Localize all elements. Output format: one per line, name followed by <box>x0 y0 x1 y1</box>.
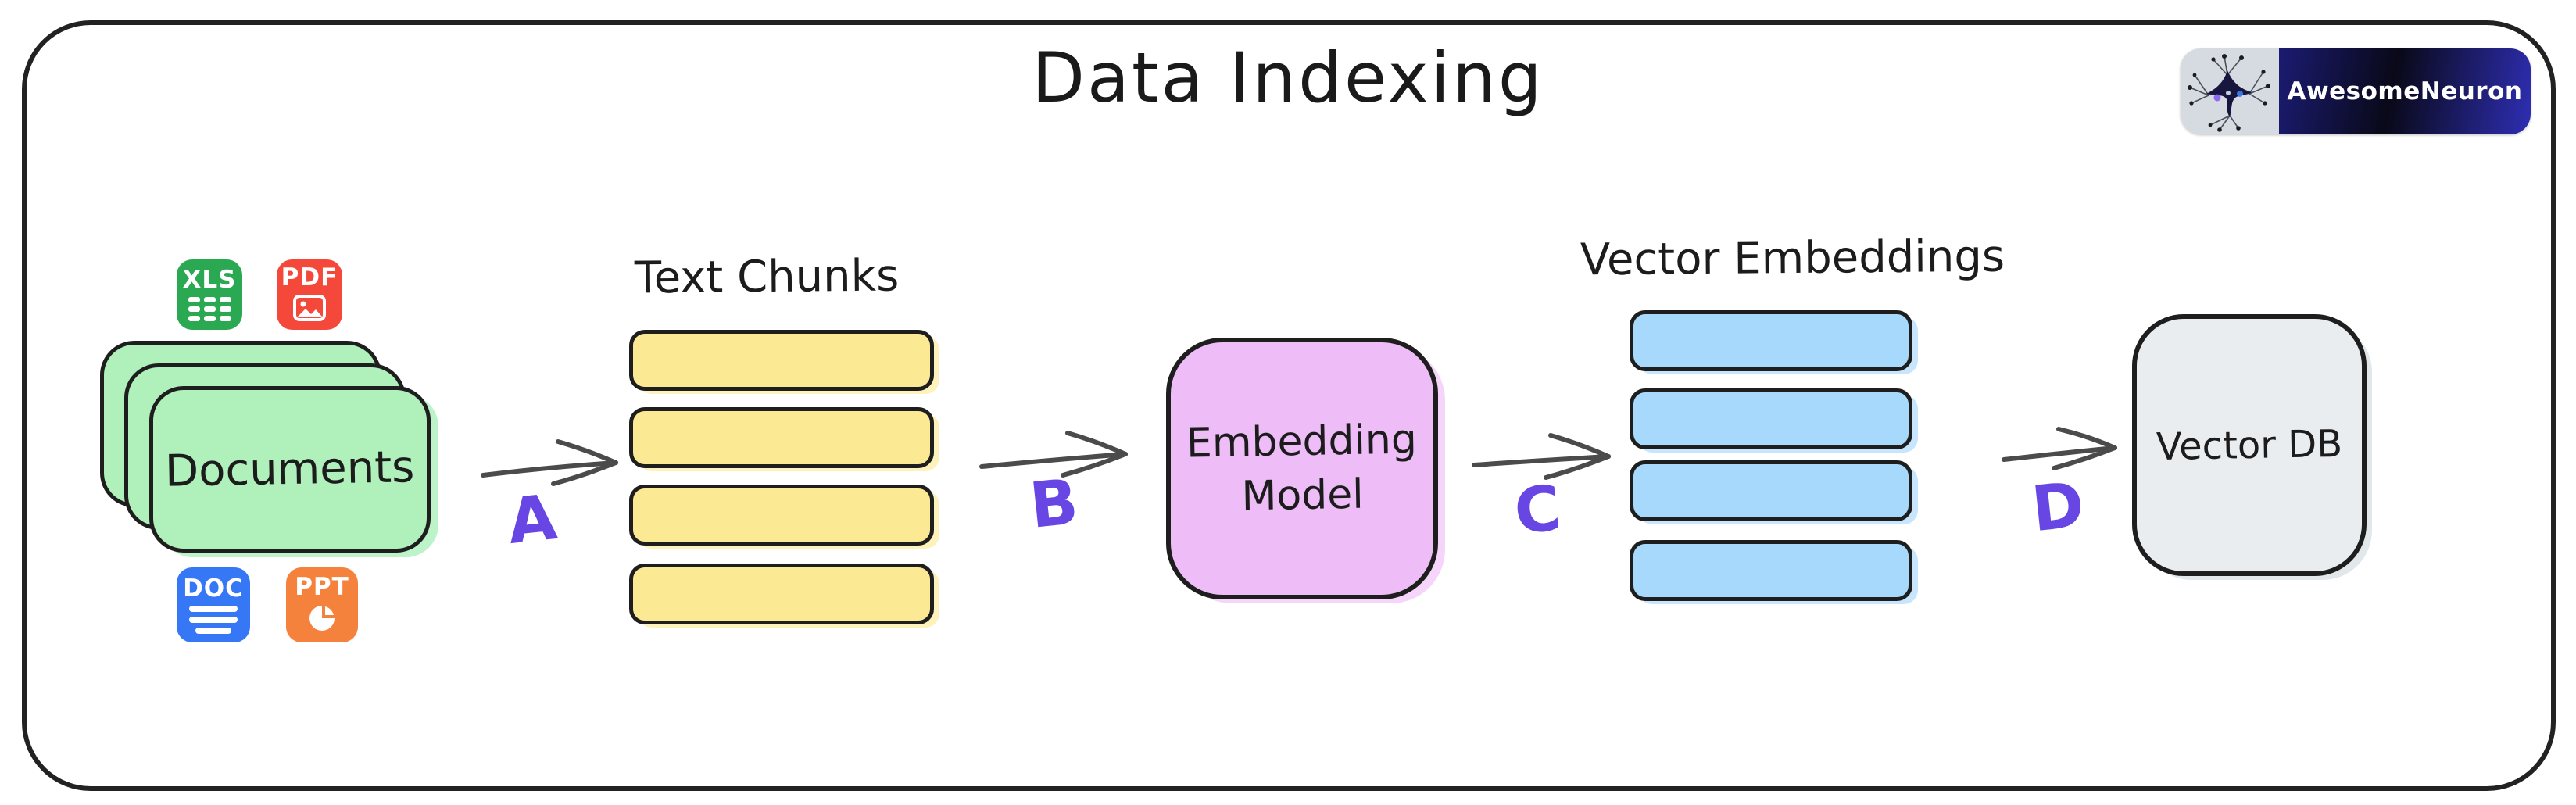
pdf-label: PDF <box>281 263 338 292</box>
page-title: Data Indexing <box>1032 38 1544 118</box>
pdf-file-icon: PDF <box>277 259 342 330</box>
text-chunk-bar <box>629 407 934 468</box>
text-chunk-bar <box>629 330 934 391</box>
diagram-frame <box>22 20 2556 791</box>
document-card-front: Documents <box>149 386 431 553</box>
pie-chart-icon <box>308 604 336 635</box>
vector-embedding-bar <box>1630 388 1912 449</box>
arrow-d-icon <box>2002 427 2117 470</box>
text-chunk-bar <box>629 485 934 546</box>
arrow-label-b: B <box>1026 465 1082 542</box>
arrow-label-c: C <box>1511 471 1565 549</box>
spreadsheet-grid-icon <box>188 297 231 321</box>
text-lines-icon <box>189 605 238 634</box>
xls-label: XLS <box>182 266 237 294</box>
picture-icon <box>293 294 326 324</box>
doc-file-icon: DOC <box>177 567 250 642</box>
vector-embedding-bar <box>1630 460 1912 521</box>
embedding-model-box: Embedding Model <box>1166 338 1438 599</box>
brand-name: AwesomeNeuron <box>2279 48 2531 134</box>
vector-embedding-bar <box>1630 540 1912 601</box>
ppt-label: PPT <box>295 572 349 601</box>
arrow-a-icon <box>481 439 618 486</box>
arrow-c-icon <box>1472 433 1611 480</box>
arrow-b-icon <box>979 431 1128 478</box>
text-chunk-bar <box>629 564 934 624</box>
arrow-label-a: A <box>504 481 560 558</box>
xls-file-icon: XLS <box>177 259 242 330</box>
doc-label: DOC <box>183 574 244 603</box>
vector-db-box: Vector DB <box>2132 314 2367 576</box>
brand-badge: AwesomeNeuron <box>2181 48 2531 134</box>
vector-embedding-bar <box>1630 310 1912 371</box>
ppt-file-icon: PPT <box>286 567 358 642</box>
neuron-logo-icon <box>2181 48 2279 134</box>
arrow-label-d: D <box>2028 467 2088 546</box>
